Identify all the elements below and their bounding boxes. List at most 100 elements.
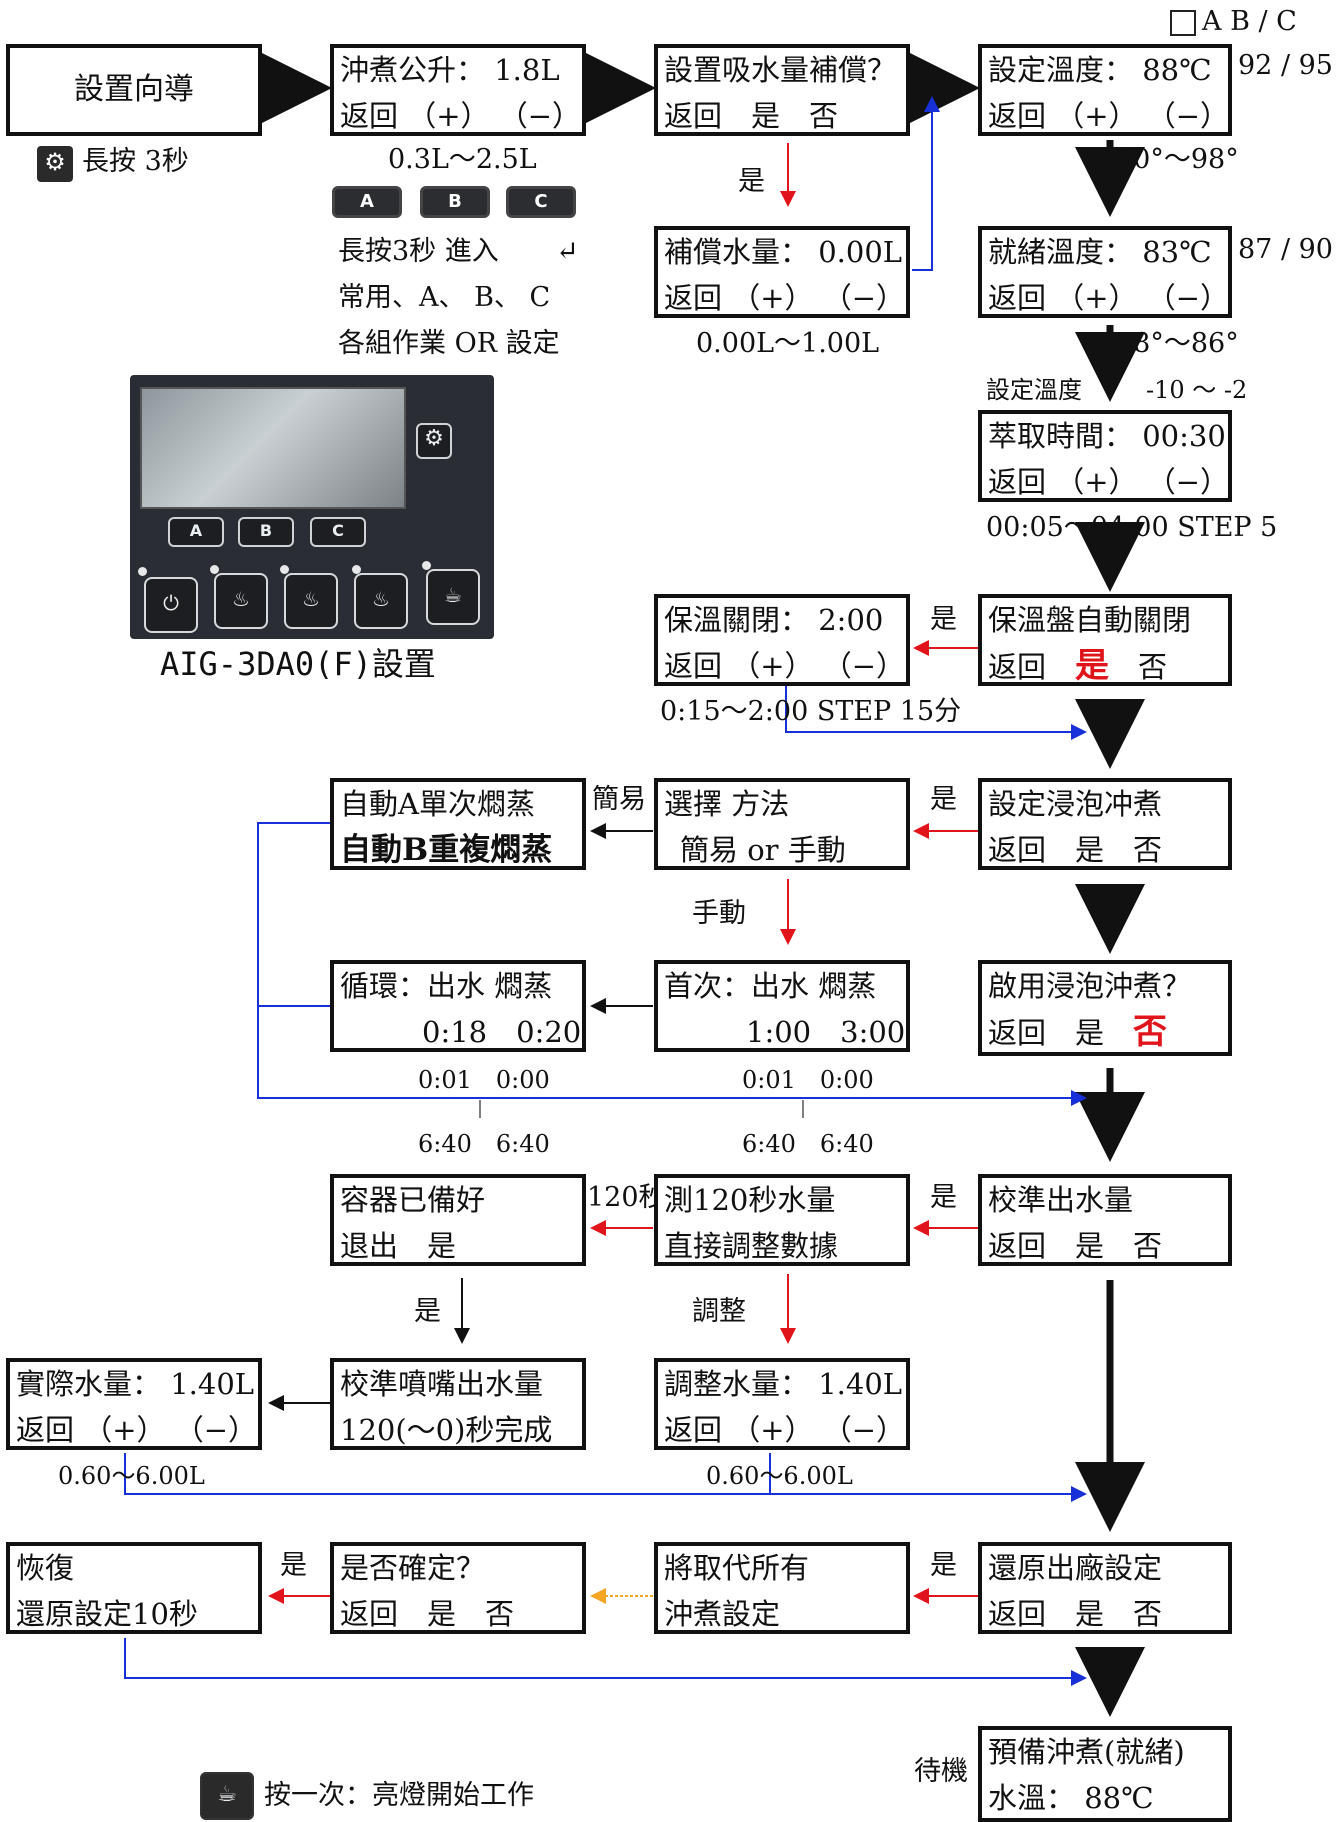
extract-time-box: 萃取時間： 00:30 返回 （+） （−） <box>978 410 1232 502</box>
enable-soak-line2: 返回 是 否 <box>988 1012 1168 1052</box>
key-c-icon: C <box>506 186 576 218</box>
first-max: 6:40 6:40 <box>742 1130 874 1158</box>
warm-range: 0:15〜2:00 STEP 15分 <box>660 696 962 727</box>
calibrate-output-line1: 校準出水量 <box>988 1183 1134 1217</box>
lcd-screen <box>140 387 406 509</box>
setup-wizard-box: 設置向導 <box>6 44 262 136</box>
warm-auto-off-box: 保溫盤自動關閉 返回 是 否 <box>978 594 1232 686</box>
offset-range: -10 〜 -2 <box>1146 376 1248 404</box>
extract-time-line2: 返回 （+） （−） <box>988 465 1230 499</box>
container-ready-line2: 退出 是 <box>340 1229 457 1263</box>
container-ready-line1: 容器已備好 <box>340 1183 486 1217</box>
factory-reset-line2: 返回 是 否 <box>988 1597 1163 1631</box>
first-line1: 首次：出水 燜蒸 <box>664 969 877 1003</box>
absorb-comp-line1: 設置吸水量補償？ <box>664 53 897 87</box>
warm-auto-off-line2: 返回 是 否 <box>988 646 1168 686</box>
select-method-line2: 簡易 or 手動 <box>680 833 846 867</box>
temp-presets: 92 / 95 <box>1238 50 1333 81</box>
each-group: 各組作業 OR 設定 <box>338 328 560 359</box>
measure-120-line2: 直接調整數據 <box>664 1229 839 1263</box>
edge-yes-reset: 是 <box>930 1550 957 1581</box>
enable-soak-line1: 啟用浸泡沖煮？ <box>988 969 1192 1003</box>
cycle-box: 循環：出水 燜蒸 0:18 0:20 <box>330 960 586 1052</box>
edge-manual: 手動 <box>692 898 746 929</box>
replace-all-box: 將取代所有 沖煮設定 <box>654 1542 910 1634</box>
brew-icon: ♨ <box>284 573 338 629</box>
power-icon: ⏻ <box>144 577 198 633</box>
measure-120-box: 測120秒水量 直接調整數據 <box>654 1174 910 1266</box>
panel-gear-icon: ⚙ <box>416 423 452 459</box>
edge-adjust: 調整 <box>692 1296 746 1327</box>
coffee-pot-icon: ☕ <box>426 569 480 625</box>
warm-off-time-line1: 保溫關閉： 2:00 <box>664 603 884 637</box>
model-label: AIG-3DA0(F)設置 <box>160 645 436 683</box>
device-panel-photo: ⚙ A B C ⏻ ♨ ♨ ♨ ☕ <box>130 375 494 639</box>
confirm-line2: 返回 是 否 <box>340 1597 515 1631</box>
edge-easy: 簡易 <box>592 784 646 815</box>
ready-brew-box: 預備沖煮(就緒) 水溫： 88℃ <box>978 1726 1232 1822</box>
comp-amount-line1: 補償水量： 0.00L <box>664 235 903 269</box>
replace-all-line2: 沖煮設定 <box>664 1597 781 1631</box>
brew-liters-line2: 返回 （+） （−） <box>340 99 582 133</box>
restore-line2: 還原設定10秒 <box>16 1597 198 1631</box>
comp-amount-line2: 返回 （+） （−） <box>664 281 906 315</box>
first-line2: 1:00 3:00 <box>746 1015 906 1049</box>
panel-a-key-icon: A <box>168 517 224 547</box>
absorb-comp-line2: 返回 是 否 <box>664 99 839 133</box>
panel-c-key-icon: C <box>310 517 366 547</box>
extract-time-line1: 萃取時間： 00:30 <box>988 419 1226 453</box>
indicator-dot <box>352 565 361 574</box>
ready-brew-line2: 水溫： 88℃ <box>988 1781 1154 1815</box>
blue-calib-return <box>124 1453 1087 1502</box>
brew-liters-box: 沖煮公升： 1.8L 返回 （+） （−） <box>330 44 586 136</box>
panel-b-key-icon: B <box>238 517 294 547</box>
legend-checkbox <box>1170 10 1196 36</box>
calib-nozzle-box: 校準噴嘴出水量 120(〜0)秒完成 <box>330 1358 586 1450</box>
edge-yes-comp: 是 <box>738 166 765 197</box>
adjust-range: 0.60〜6.00L <box>706 1462 853 1490</box>
calibrate-output-line2: 返回 是 否 <box>988 1229 1163 1263</box>
ready-temp-line1: 就緒溫度： 83℃ <box>988 235 1212 269</box>
blue-restore-return <box>124 1638 1087 1686</box>
coffee-pot-icon: ☕ <box>200 1772 254 1820</box>
first-min: 0:01 0:00 <box>742 1066 874 1094</box>
set-temp-line1: 設定溫度： 88℃ <box>988 53 1212 87</box>
warm-off-time-box: 保溫關閉： 2:00 返回 （+） （−） <box>654 594 910 686</box>
comp-range: 0.00L〜1.00L <box>696 328 880 359</box>
first-box: 首次：出水 燜蒸 1:00 3:00 <box>654 960 910 1052</box>
auto-mode-line2: 自動B重複燜蒸 <box>340 832 553 868</box>
set-temp-small: 設定溫度 <box>986 376 1082 404</box>
confirm-box: 是否確定？ 返回 是 否 <box>330 1542 586 1634</box>
cycle-line1: 循環：出水 燜蒸 <box>340 969 553 1003</box>
actual-amount-line1: 實際水量： 1.40L <box>16 1367 255 1401</box>
common-abc: 常用、A、 B、 C <box>338 282 551 313</box>
edge-120: 120秒 <box>587 1182 666 1213</box>
actual-range: 0.60〜6.00L <box>58 1462 205 1490</box>
liter-range: 0.3L〜2.5L <box>388 144 537 175</box>
adjust-amount-line1: 調整水量： 1.40L <box>664 1367 903 1401</box>
enable-soak-box: 啟用浸泡沖煮？ 返回 是 否 <box>978 960 1232 1056</box>
edge-yes-soak: 是 <box>930 784 957 815</box>
set-temp-box: 設定溫度： 88℃ 返回 （+） （−） <box>978 44 1232 136</box>
indicator-dot <box>422 561 431 570</box>
set-temp-line2: 返回 （+） （−） <box>988 99 1230 133</box>
factory-reset-line1: 還原出廠設定 <box>988 1551 1163 1585</box>
ready-presets: 87 / 90 <box>1238 234 1333 265</box>
edge-yes-calib: 是 <box>930 1182 957 1213</box>
calibrate-output-box: 校準出水量 返回 是 否 <box>978 1174 1232 1266</box>
measure-120-line1: 測120秒水量 <box>664 1183 836 1217</box>
blue-warm-return <box>785 678 1087 740</box>
auto-mode-line1: 自動A單次燜蒸 <box>340 787 535 821</box>
actual-amount-box: 實際水量： 1.40L 返回 （+） （−） <box>6 1358 262 1450</box>
calib-nozzle-line1: 校準噴嘴出水量 <box>340 1367 544 1401</box>
adjust-amount-line2: 返回 （+） （−） <box>664 1413 906 1447</box>
select-method-box: 選擇 方法 簡易 or 手動 <box>654 778 910 870</box>
restore-box: 恢復 還原設定10秒 <box>6 1542 262 1634</box>
actual-amount-line2: 返回 （+） （−） <box>16 1413 258 1447</box>
hold3-enter: 長按3秒 進入 <box>338 236 499 267</box>
gear-icon: ⚙ <box>37 146 73 182</box>
ready-temp-line2: 返回 （+） （−） <box>988 281 1230 315</box>
set-soak-box: 設定浸泡冲煮 返回 是 否 <box>978 778 1232 870</box>
